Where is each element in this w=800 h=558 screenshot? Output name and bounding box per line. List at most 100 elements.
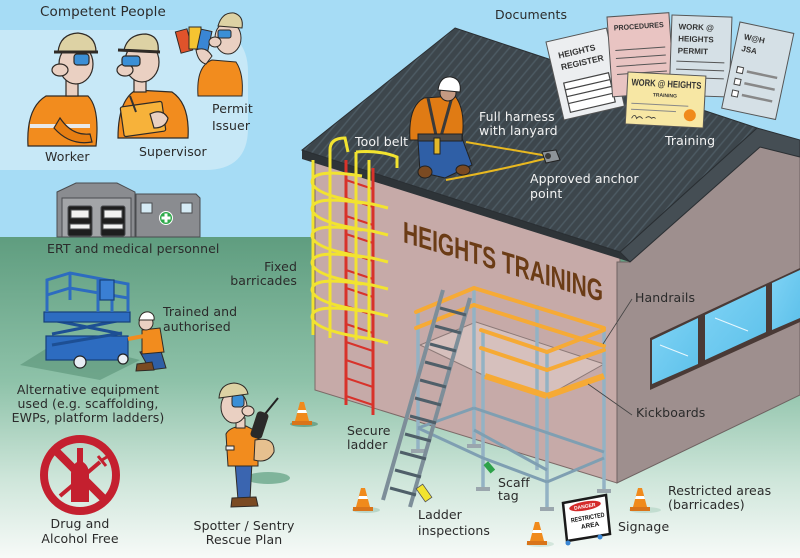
spotter-line: Rescue Plan bbox=[205, 532, 283, 547]
danger-sign-line: AREA bbox=[581, 521, 601, 531]
permit-issuer-hand bbox=[195, 48, 213, 65]
spotter-line: Spotter / Sentry bbox=[193, 518, 295, 533]
worker-figure bbox=[27, 32, 98, 147]
checkbox-icon bbox=[735, 65, 745, 75]
danger-sign-header-text: DANGER bbox=[574, 502, 597, 512]
permit-issuer-nose bbox=[208, 36, 222, 48]
worker-hard-hat-icon bbox=[57, 32, 97, 53]
secure-ladder-line: Secure bbox=[347, 423, 391, 438]
prohibition-circle bbox=[40, 435, 120, 515]
restricted-areas-line: (barricades) bbox=[668, 497, 745, 512]
ladder-inspections-label: Ladder inspections bbox=[418, 507, 490, 539]
permit-issuer-line: Permit bbox=[212, 101, 253, 116]
alternative-line: Alternative equipment bbox=[16, 382, 160, 397]
tool-pouch bbox=[433, 137, 441, 155]
doc-title: PROCEDURES bbox=[613, 20, 664, 32]
ladder-inspections-line: inspections bbox=[418, 523, 490, 538]
radio-antenna bbox=[264, 397, 279, 415]
base-plates bbox=[411, 444, 611, 511]
full-harness-line: with lanyard bbox=[479, 123, 558, 138]
roof-fascia-front bbox=[302, 150, 630, 262]
document-heights-register: HEIGHTS REGISTER bbox=[545, 27, 626, 121]
alternative-line: EWPs, platform ladders) bbox=[11, 410, 165, 425]
anchor-point-icon bbox=[541, 149, 561, 164]
leaning-ladder-icon bbox=[381, 289, 472, 508]
prohibition-slash bbox=[52, 447, 108, 503]
scaff-tag-icon bbox=[483, 461, 496, 474]
ert-medical-shed bbox=[56, 182, 201, 238]
scaffold-poles bbox=[416, 287, 606, 508]
supervisor-goggles-icon bbox=[121, 55, 141, 67]
trained-worker-body bbox=[141, 327, 165, 355]
handrails-label: Handrails bbox=[635, 290, 696, 305]
restricted-areas-label: Restricted areas (barricades) bbox=[668, 484, 771, 512]
full-harness-label: Full harness with lanyard bbox=[479, 110, 558, 138]
lanyard bbox=[445, 141, 549, 181]
permit-issuer-label: Permit Issuer bbox=[212, 100, 253, 134]
window-pane bbox=[705, 286, 766, 360]
alternative-equipment-label: Alternative equipment used (e.g. scaffol… bbox=[0, 383, 176, 425]
permit-issuer-body bbox=[197, 59, 243, 97]
permit-issuer-line: Issuer bbox=[212, 118, 251, 133]
roof-worker-boot bbox=[417, 165, 433, 179]
worker-goggles-icon bbox=[73, 53, 90, 66]
drug-alcohol-line: Drug and bbox=[50, 516, 110, 531]
scaff-tag-line: tag bbox=[498, 488, 519, 503]
certificate-seal-icon bbox=[683, 109, 696, 122]
doc-title-line: JSA bbox=[741, 44, 758, 56]
lift-guardrail bbox=[45, 271, 130, 312]
worker-label: Worker bbox=[45, 149, 90, 164]
traffic-cone-icon bbox=[290, 402, 318, 427]
scaff-tag-label: Scaff tag bbox=[498, 476, 530, 502]
spotter-figure bbox=[218, 382, 290, 508]
fixed-barricades-line: barricades bbox=[230, 273, 297, 288]
permit-issuer-figure bbox=[174, 12, 243, 97]
spotter-shadow bbox=[246, 472, 290, 484]
checkbox-icon bbox=[730, 89, 740, 98]
spotter-hard-hat-icon bbox=[218, 382, 249, 399]
supervisor-hat-brim bbox=[117, 48, 161, 54]
alternative-line: used (e.g. scaffolding, bbox=[17, 396, 159, 411]
approved-anchor-line: point bbox=[530, 186, 563, 201]
building-windows bbox=[650, 268, 800, 390]
kickboards bbox=[484, 373, 605, 399]
spotter-label: Spotter / Sentry Rescue Plan bbox=[183, 519, 305, 547]
permit-issuer-goggles-icon bbox=[217, 29, 232, 39]
certificate-title: WORK @ HEIGHTS bbox=[631, 77, 701, 92]
scaff-tag-line: Scaff bbox=[498, 475, 530, 490]
glass-glint bbox=[714, 317, 749, 332]
approved-anchor-label: Approved anchor point bbox=[530, 171, 639, 201]
signature bbox=[631, 115, 656, 120]
traffic-cone-icon bbox=[629, 488, 661, 513]
yellow-safety-cage bbox=[310, 136, 399, 345]
lift-platform bbox=[43, 311, 131, 323]
shed-window bbox=[140, 202, 153, 214]
full-harness-line: Full harness bbox=[479, 109, 555, 124]
fixed-ladder-cage-icon bbox=[310, 136, 399, 415]
roof-worker-figure bbox=[409, 76, 473, 179]
traffic-cone-icon bbox=[352, 488, 380, 513]
kickboards-label: Kickboards bbox=[636, 405, 706, 420]
documents-heading: Documents bbox=[495, 7, 568, 22]
spotter-shoes bbox=[230, 496, 259, 508]
spotter-bag bbox=[253, 438, 275, 462]
trained-line: authorised bbox=[163, 319, 231, 334]
sign-foot bbox=[597, 534, 603, 540]
shed-window bbox=[180, 202, 193, 214]
trained-worker-boot bbox=[135, 361, 155, 372]
traffic-cone-icon bbox=[526, 522, 554, 547]
sign-foot bbox=[565, 540, 571, 546]
ambulance-icon bbox=[100, 205, 126, 237]
trained-line: Trained and bbox=[163, 304, 238, 319]
handrails-leader-line bbox=[602, 298, 633, 345]
fixed-barricades-line: Fixed bbox=[264, 259, 297, 274]
training-label: Training bbox=[665, 133, 716, 148]
spotter-nose bbox=[241, 405, 255, 417]
supervisor-figure bbox=[116, 33, 189, 139]
scaffold-icon bbox=[411, 286, 611, 511]
danger-sign-icon: DANGER RESTRICTED AREA bbox=[561, 493, 612, 546]
trained-worker-hard-hat-icon bbox=[138, 311, 155, 321]
supervisor-pen bbox=[129, 95, 137, 113]
window-pane bbox=[772, 270, 800, 330]
